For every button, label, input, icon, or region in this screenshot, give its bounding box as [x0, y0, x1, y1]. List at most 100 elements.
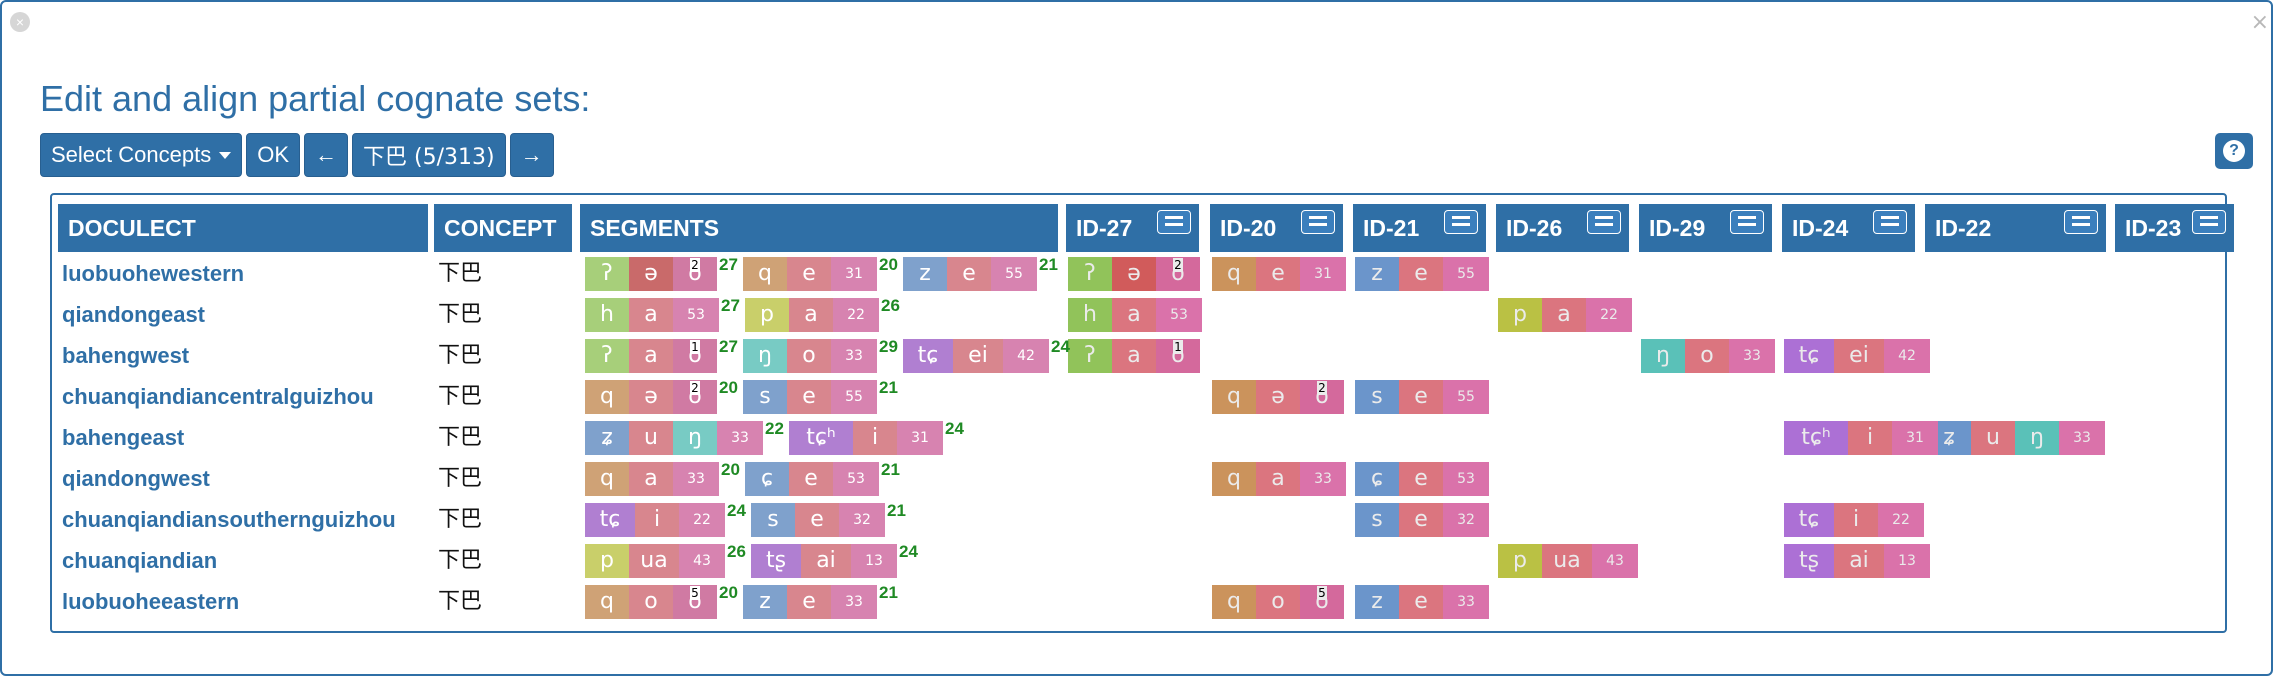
select-concepts-button[interactable]: Select Concepts [40, 133, 243, 177]
cognate-id-label[interactable]: 24 [899, 542, 918, 561]
phoneme-segment[interactable]: ŋ [673, 421, 717, 455]
cognate-id-label[interactable]: 24 [727, 501, 746, 520]
phoneme-segment[interactable]: ei [1834, 339, 1884, 373]
doculect-name[interactable]: chuanqiandian [62, 548, 218, 573]
phoneme-segment[interactable]: i [1834, 503, 1878, 537]
doculect-name[interactable]: bahengwest [62, 343, 190, 368]
cognate-id-label[interactable]: 27 [719, 255, 738, 274]
doculect-name[interactable]: qiandongeast [62, 302, 206, 327]
phoneme-segment[interactable]: ŋ [1641, 339, 1685, 373]
tone-segment[interactable]: 33 [1443, 585, 1489, 619]
doculect-name[interactable]: bahengeast [62, 425, 185, 450]
phoneme-segment[interactable]: e [787, 380, 831, 414]
phoneme-segment[interactable]: z [903, 257, 947, 291]
phoneme-segment[interactable]: i [635, 503, 679, 537]
cognate-id-label[interactable]: 21 [1039, 255, 1058, 274]
phoneme-segment[interactable]: q [743, 257, 787, 291]
tone-segment[interactable]: 33 [1729, 339, 1775, 373]
menu-icon[interactable] [1873, 210, 1907, 234]
phoneme-segment[interactable]: e [795, 503, 839, 537]
phoneme-segment[interactable]: e [787, 257, 831, 291]
tone-segment[interactable]: 22 [1586, 298, 1632, 332]
phoneme-segment[interactable]: tɕ [903, 339, 953, 373]
phoneme-segment[interactable]: h [585, 298, 629, 332]
phoneme-segment[interactable]: ɕ [1355, 462, 1399, 496]
phoneme-segment[interactable]: q [1212, 462, 1256, 496]
phoneme-segment[interactable]: tʂ [751, 544, 801, 578]
cognate-id-label[interactable]: 24 [945, 419, 964, 438]
phoneme-segment[interactable]: i [853, 421, 897, 455]
phoneme-segment[interactable]: q [585, 380, 629, 414]
cognate-id-label[interactable]: 24 [1051, 337, 1070, 356]
phoneme-segment[interactable]: ua [1542, 544, 1592, 578]
phoneme-segment[interactable]: tʂ [1784, 544, 1834, 578]
menu-icon[interactable] [1730, 210, 1764, 234]
phoneme-segment[interactable]: o [629, 585, 673, 619]
tone-segment[interactable]: 31 [831, 257, 877, 291]
cognate-id-label[interactable]: 21 [879, 378, 898, 397]
phoneme-segment[interactable]: q [585, 462, 629, 496]
cognate-id-label[interactable]: 21 [887, 501, 906, 520]
phoneme-segment[interactable]: tɕ [1784, 503, 1834, 537]
phoneme-segment[interactable]: e [789, 462, 833, 496]
phoneme-segment[interactable]: ʔ [1068, 339, 1112, 373]
phoneme-segment[interactable]: i [1848, 421, 1892, 455]
phoneme-segment[interactable]: tɕʰ [1784, 421, 1848, 455]
close-circle-icon[interactable]: × [10, 12, 30, 32]
current-concept-button[interactable]: 下巴 (5/313) [352, 133, 506, 177]
tone-segment[interactable]: 22 [679, 503, 725, 537]
phoneme-segment[interactable]: z [1355, 257, 1399, 291]
menu-icon[interactable] [1301, 210, 1335, 234]
phoneme-segment[interactable]: a [629, 339, 673, 373]
phoneme-segment[interactable]: ŋ [2015, 421, 2059, 455]
tone-segment[interactable]: 53 [1156, 298, 1202, 332]
help-button[interactable]: ? [2215, 133, 2253, 169]
phoneme-segment[interactable]: s [751, 503, 795, 537]
phoneme-segment[interactable]: a [1112, 339, 1156, 373]
tone-segment[interactable]: 55 [1443, 257, 1489, 291]
cognate-id-label[interactable]: 20 [879, 255, 898, 274]
phoneme-segment[interactable]: e [1399, 503, 1443, 537]
doculect-name[interactable]: luobuoheeastern [62, 589, 240, 614]
menu-icon[interactable] [2064, 210, 2098, 234]
phoneme-segment[interactable]: ai [1834, 544, 1884, 578]
next-button[interactable]: → [509, 133, 554, 177]
tone-segment[interactable]: 33 [831, 585, 877, 619]
phoneme-segment[interactable]: a [629, 462, 673, 496]
tone-segment[interactable]: 53 [833, 462, 879, 496]
menu-icon[interactable] [1157, 210, 1191, 234]
phoneme-segment[interactable]: p [1498, 544, 1542, 578]
phoneme-segment[interactable]: ə [629, 380, 673, 414]
cognate-id-label[interactable]: 27 [719, 337, 738, 356]
tone-segment[interactable]: 43 [1592, 544, 1638, 578]
tone-segment[interactable]: 55 [1443, 380, 1489, 414]
tone-segment[interactable]: 31 [1300, 257, 1346, 291]
tone-segment[interactable]: 42 [1884, 339, 1930, 373]
phoneme-segment[interactable]: ʔ [585, 339, 629, 373]
